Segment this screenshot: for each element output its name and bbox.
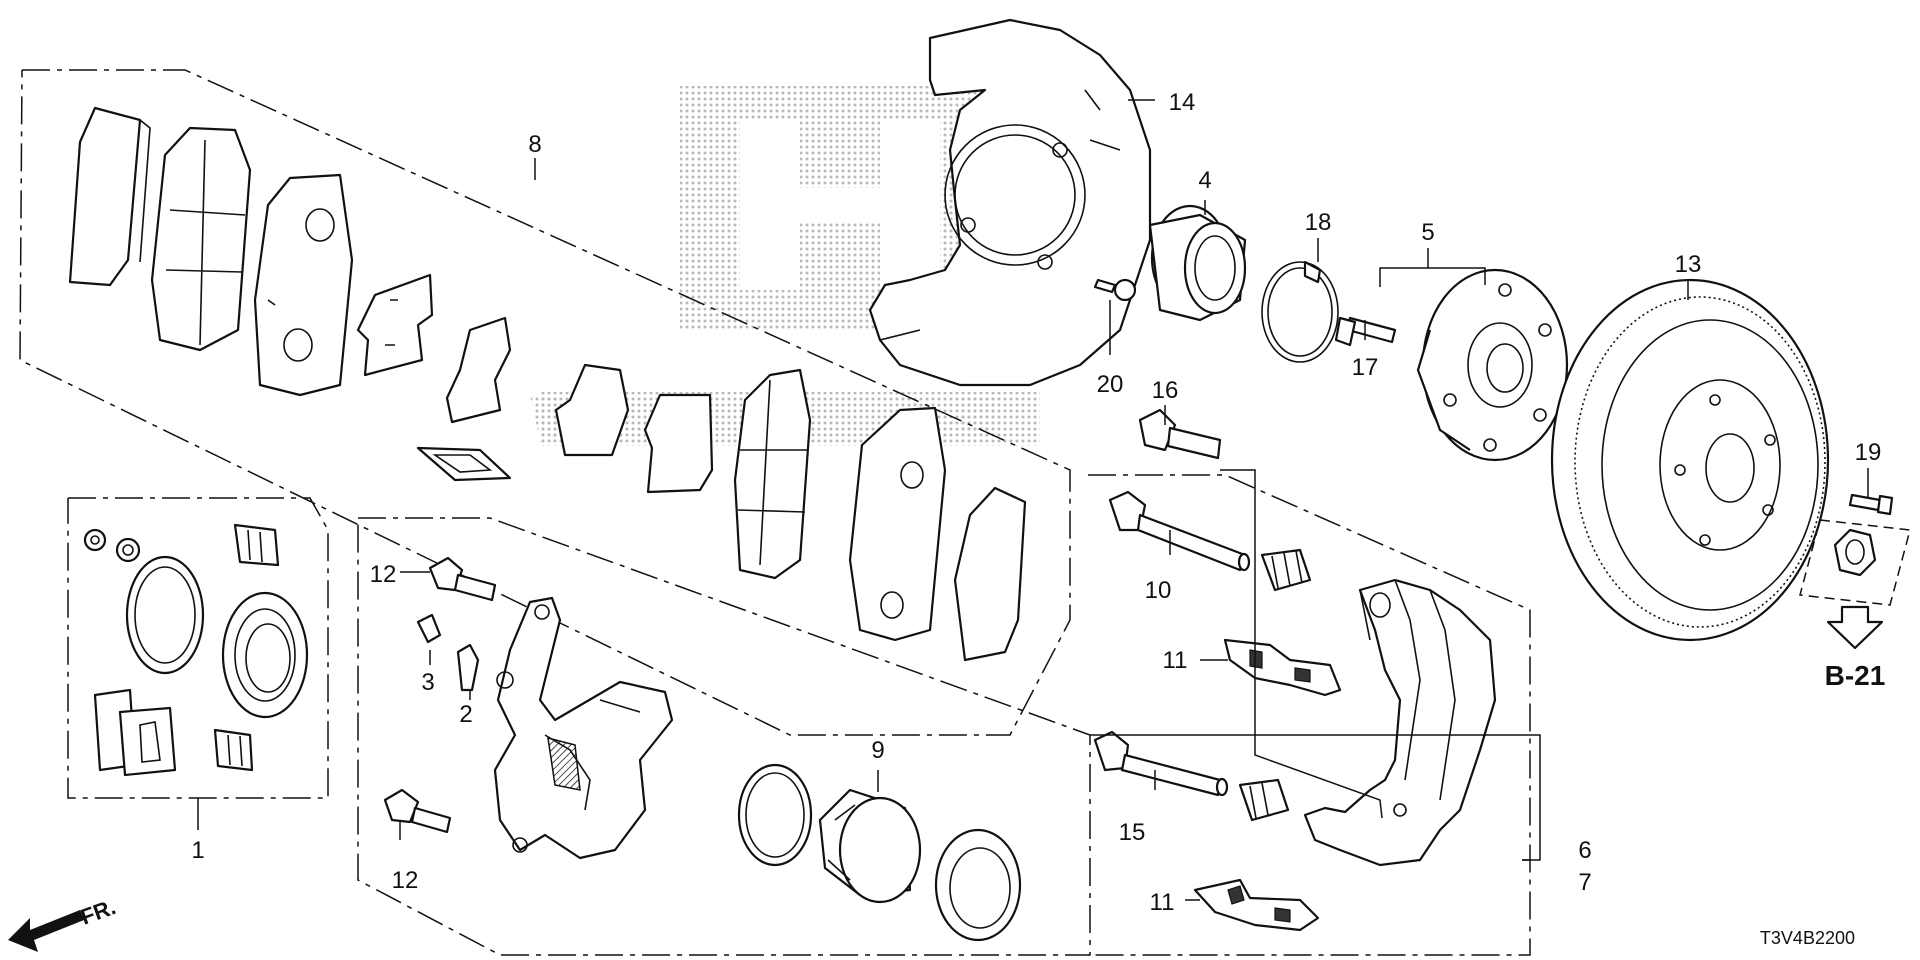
- callout-16: 16: [1152, 377, 1179, 404]
- callout-14: 14: [1169, 89, 1196, 116]
- callout-11-upper: 11: [1163, 647, 1188, 674]
- pad-spring-upper: [1223, 638, 1342, 697]
- callout-17: 17: [1352, 354, 1379, 381]
- brake-caliper: [493, 596, 674, 860]
- callout-1: 1: [191, 837, 204, 864]
- brake-rotor: [1550, 278, 1830, 642]
- callout-18: 18: [1305, 209, 1332, 236]
- piston-seal: [737, 763, 813, 867]
- wheel-hub: [1416, 268, 1569, 462]
- callout-2: 2: [459, 701, 472, 728]
- pad-shim-center-a: [554, 363, 630, 457]
- caliper-bolt-upper: [428, 556, 497, 602]
- callout-11-lower: 11: [1150, 889, 1175, 916]
- callout-10: 10: [1145, 577, 1172, 604]
- brake-pad-inner-right: [848, 406, 947, 642]
- callout-15: 15: [1119, 819, 1146, 846]
- pin-boot-upper: [1260, 548, 1312, 592]
- guide-pin-upper: [1108, 490, 1251, 572]
- bleeder-cap: [416, 613, 442, 644]
- rotor-screw: [1848, 493, 1894, 516]
- grease-packet: [416, 446, 512, 482]
- group-outline-caliper: [357, 517, 1091, 956]
- caliper-bolt-lower: [383, 788, 452, 834]
- section-reference: B-21: [1825, 605, 1886, 691]
- callout-5: 5: [1421, 219, 1434, 246]
- brake-pad-outer-left: [150, 126, 252, 352]
- brake-dust-shield: [868, 18, 1152, 387]
- group-outline-1: [67, 497, 329, 799]
- callout-19: 19: [1855, 439, 1882, 466]
- hub-bearing: [1148, 204, 1247, 322]
- brake-pad-inner-left: [253, 173, 354, 397]
- callout-9: 9: [871, 737, 884, 764]
- callout-3: 3: [421, 669, 434, 696]
- hub-bolt: [1334, 316, 1397, 347]
- front-direction-label: FR.: [77, 894, 119, 930]
- diagram-code: T3V4B2200: [1760, 928, 1855, 948]
- callout-7: 7: [1578, 869, 1591, 896]
- callout-8: 8: [528, 131, 541, 158]
- callout-12-lower: 12: [392, 867, 419, 894]
- dust-shield-screw: [1093, 278, 1137, 302]
- guide-pin-lower: [1093, 730, 1229, 797]
- caliper-piston: [818, 788, 922, 904]
- down-arrow-icon: [1826, 605, 1884, 650]
- bleeder-screw: [456, 643, 480, 692]
- brake-pad-outer-right: [733, 368, 812, 580]
- group-outline-6-7: [1088, 474, 1531, 956]
- pad-clip-b: [445, 316, 512, 424]
- seal-kit: [83, 523, 309, 777]
- callout-20: 20: [1097, 371, 1124, 398]
- pin-boot-lower: [1238, 778, 1290, 822]
- hub-nut: [1833, 528, 1877, 577]
- pad-shim-center-b: [643, 393, 714, 494]
- piston-boot: [934, 828, 1022, 942]
- pad-spring-lower: [1193, 878, 1320, 932]
- caliper-bracket-bolt: [1138, 408, 1222, 460]
- callout-13: 13: [1675, 251, 1702, 278]
- pad-shim-outer-left: [68, 106, 151, 287]
- front-direction-indicator: FR.: [8, 894, 119, 952]
- group-outline-19: [1799, 519, 1911, 606]
- leader-lines: [197, 99, 1869, 901]
- caliper-bracket: [1303, 578, 1497, 867]
- snap-ring: [1261, 260, 1339, 363]
- callout-12-upper: 12: [370, 561, 397, 588]
- callout-6: 6: [1578, 837, 1591, 864]
- pad-clip-a: [356, 273, 434, 377]
- section-ref-label: B-21: [1825, 660, 1886, 691]
- callout-labels: 1 2 3 4 5 6 7 8 9 10 11 11 12 12 13 14 1…: [191, 89, 1881, 916]
- pad-shim-outer-right: [953, 486, 1027, 662]
- front-arrow-icon: [8, 910, 84, 952]
- callout-4: 4: [1198, 167, 1211, 194]
